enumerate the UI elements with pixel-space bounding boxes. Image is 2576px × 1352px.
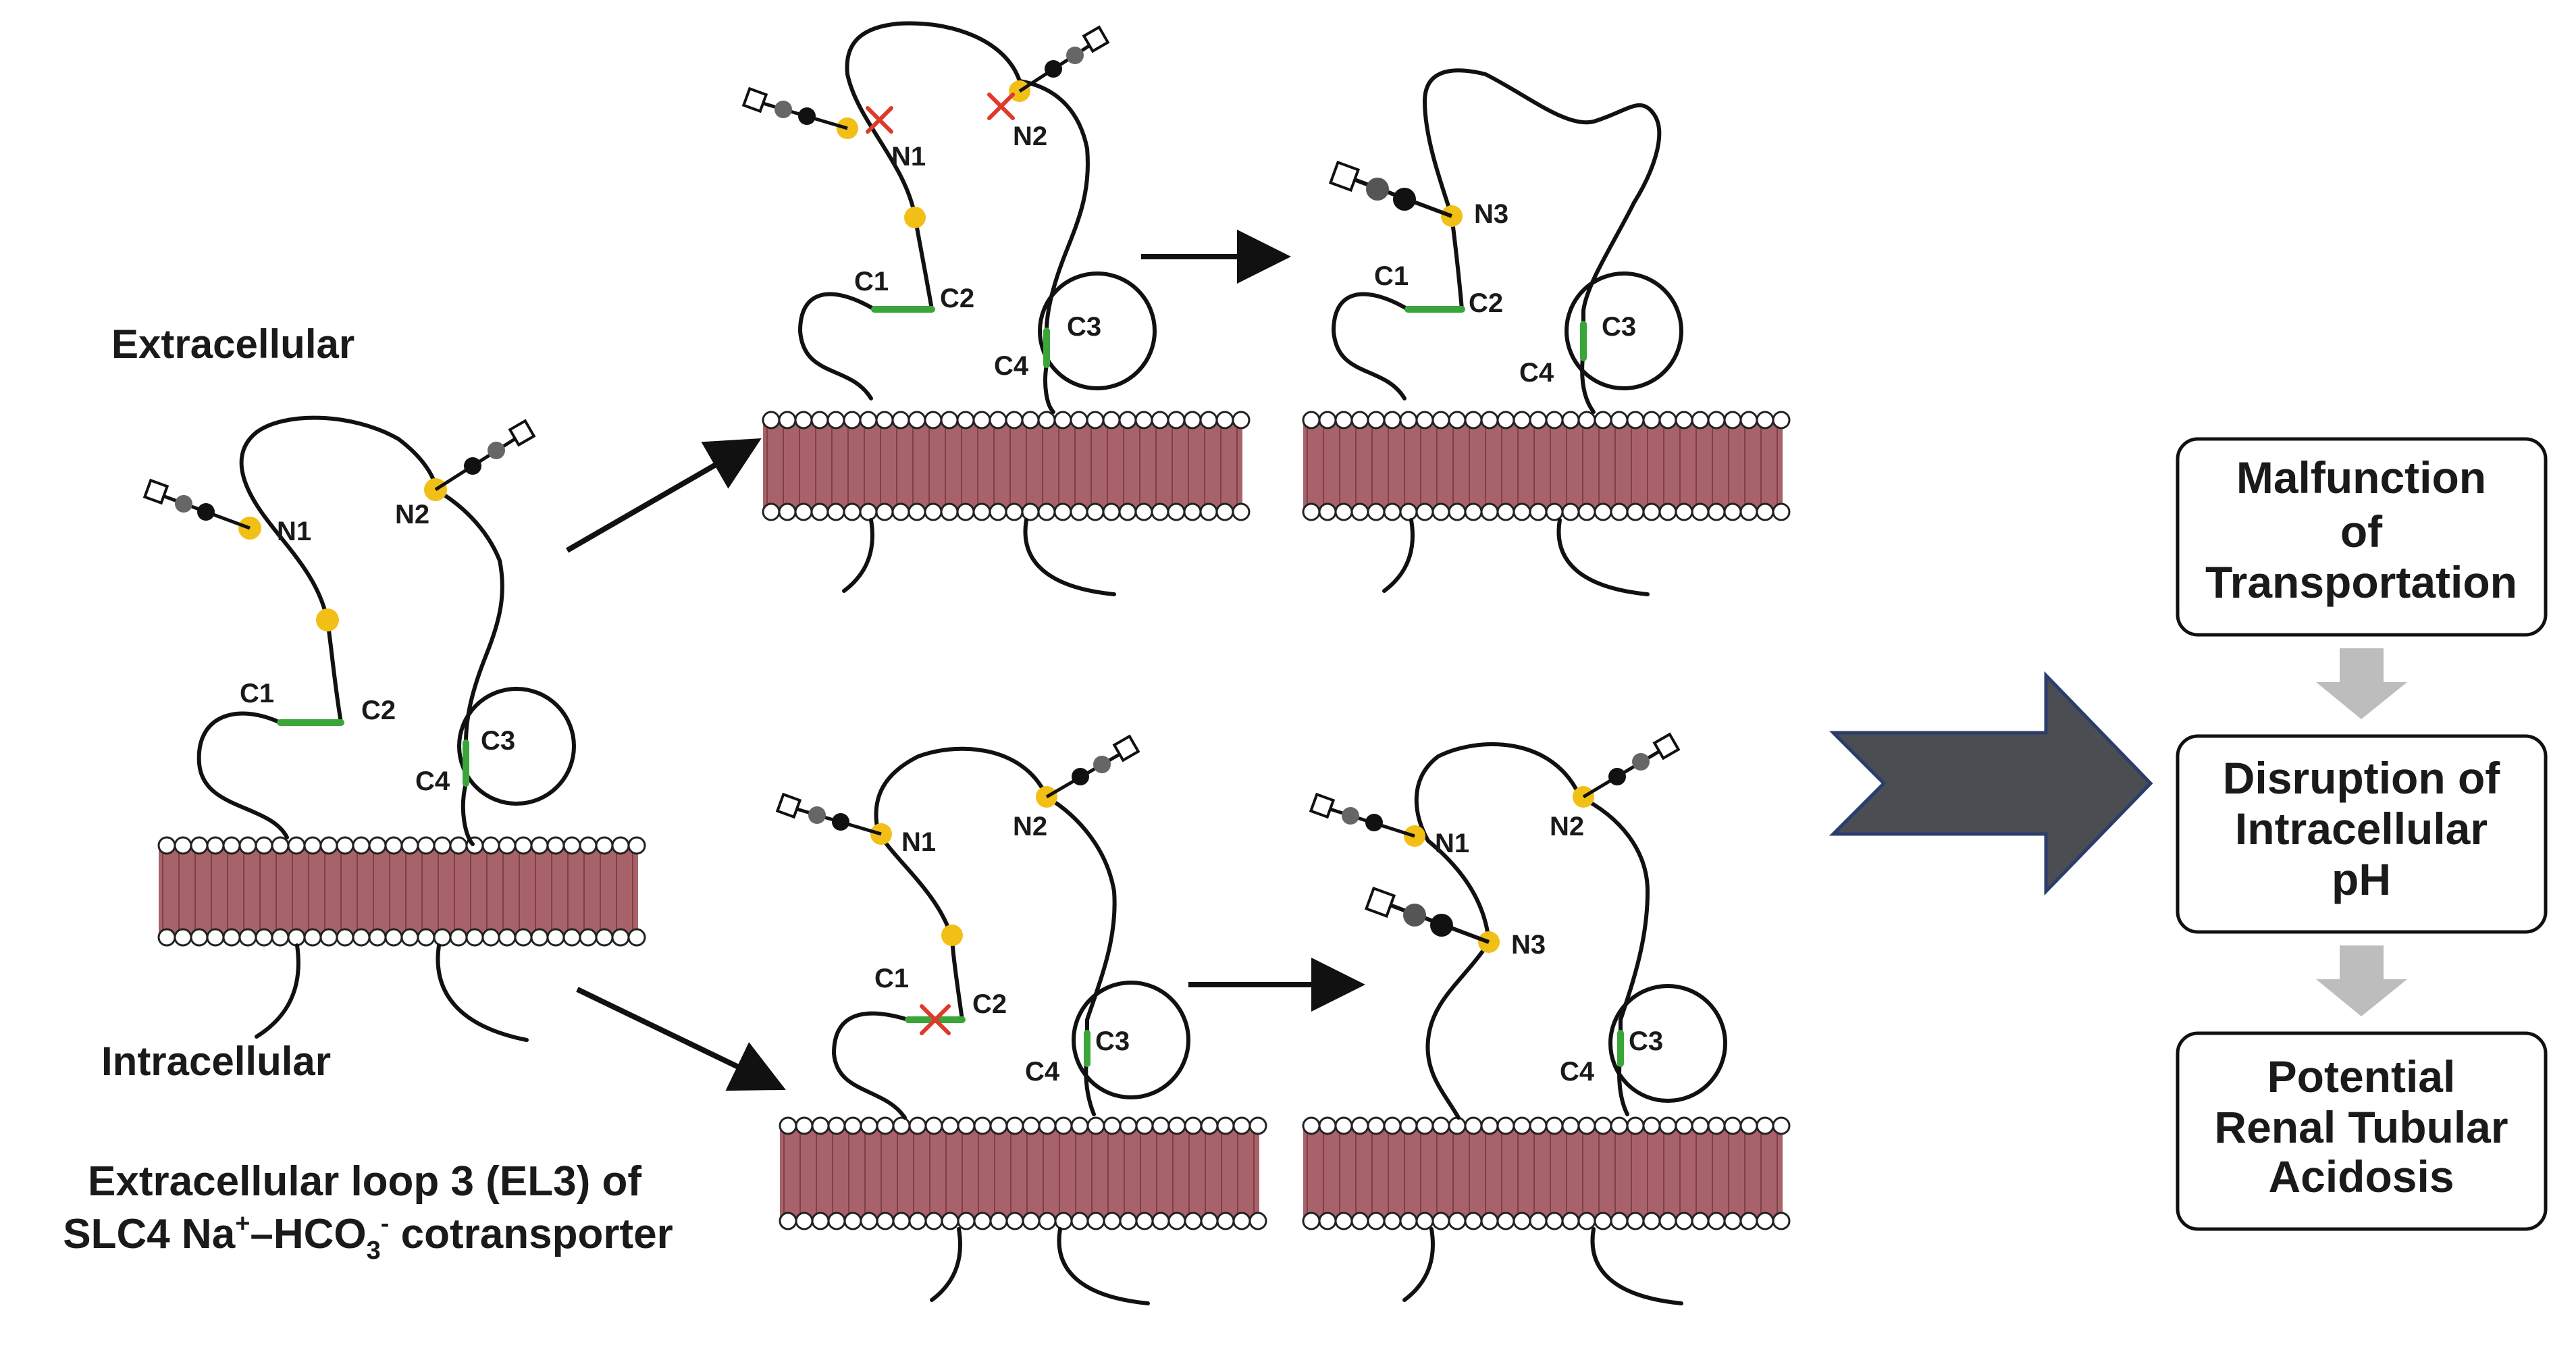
outcome-line: of (2340, 506, 2383, 556)
outcome-line: Acidosis (2268, 1151, 2454, 1201)
n2-label: N2 (395, 500, 429, 529)
n3-label: N3 (1511, 930, 1546, 960)
c3-label: C3 (1067, 312, 1101, 342)
c4-label: C4 (415, 766, 450, 796)
intracellular-tail-right (436, 943, 529, 1042)
panel-top-result: N3 C1 C2 C3 C4 (1328, 68, 1683, 596)
arrow-to-bottom-variant (576, 987, 786, 1091)
outcome-line: Transportation (2205, 557, 2517, 607)
c4-label: C4 (1025, 1057, 1060, 1087)
n2-label: N2 (1013, 812, 1047, 841)
flow-arrow-down (2316, 945, 2407, 1016)
outcome-line: Disruption of (2223, 753, 2501, 803)
glycan-chain-icon (142, 478, 251, 530)
outcome-line: Intracellular (2235, 804, 2488, 854)
glyco-candidate-site (316, 608, 339, 631)
caption-line-1: Extracellular loop 3 (EL3) of (88, 1158, 641, 1205)
glycan-chain-icon (1018, 25, 1110, 93)
c2-label: C2 (940, 284, 974, 313)
n1-label: N1 (277, 517, 311, 546)
glycan-chain-icon (741, 86, 848, 130)
n1-label: N1 (1435, 829, 1469, 858)
extracellular-label: Extracellular (111, 321, 354, 367)
c1-label: C1 (854, 267, 889, 296)
c3-label: C3 (1602, 312, 1636, 342)
n1-label: N1 (901, 827, 936, 857)
lipid-bilayer (1302, 411, 1791, 521)
glycan-chain-icon (775, 792, 882, 836)
big-chevron-arrow (1829, 671, 2153, 896)
c1-label: C1 (1374, 261, 1409, 291)
glycan-chain-icon (1364, 886, 1490, 944)
lipid-bilayer (762, 411, 1251, 521)
glycan-chain-icon (1045, 734, 1140, 799)
membranes (157, 411, 1791, 1230)
lipid-bilayer (779, 1116, 1267, 1230)
c3-label: C3 (1095, 1026, 1130, 1056)
lipid-bilayer (157, 836, 646, 947)
outcome-flow: Malfunction of Transportation Disruption… (2176, 437, 2548, 1231)
glycan-chain-icon (1309, 792, 1415, 838)
c4-label: C4 (1560, 1057, 1595, 1087)
outcome-line: Renal Tubular (2214, 1102, 2508, 1152)
c3-label: C3 (481, 726, 515, 756)
c3-label: C3 (1629, 1026, 1663, 1056)
arrow-to-top-variant (566, 438, 762, 553)
outcome-line: Potential (2267, 1051, 2456, 1101)
c1-label: C1 (240, 679, 274, 708)
c4-label: C4 (1519, 358, 1554, 388)
outcome-box-malfunction: Malfunction of Transportation (2176, 437, 2548, 637)
caption-line-2: SLC4 Na+–HCO3- cotransporter (63, 1210, 673, 1265)
outcome-box-acidosis: Potential Renal Tubular Acidosis (2176, 1031, 2548, 1231)
red-x-icon (866, 106, 893, 134)
panel-bottom-result: N1 N2 N3 C3 C4 (1309, 732, 1727, 1305)
red-x-icon (987, 93, 1015, 120)
n2-label: N2 (1550, 812, 1584, 841)
intracellular-tail-left (255, 943, 300, 1039)
glycan-chain-icon (1582, 732, 1681, 799)
intracellular-label: Intracellular (101, 1039, 331, 1084)
c2-label: C2 (1469, 288, 1503, 318)
el3-backbone (196, 415, 504, 846)
n1-label: N1 (891, 142, 926, 172)
outcome-line: Malfunction (2236, 452, 2486, 502)
c4-label: C4 (994, 351, 1029, 381)
panel-top-mutant: N1 N2 C1 C2 C3 C4 (741, 21, 1157, 596)
c2-label: C2 (361, 696, 396, 725)
c2-label: C2 (972, 989, 1007, 1019)
n3-label: N3 (1474, 199, 1508, 229)
c1-label: C1 (874, 964, 909, 993)
glycan-chain-icon (1328, 160, 1453, 218)
glycan-chain-icon (434, 419, 536, 492)
outcome-line: pH (2332, 854, 2391, 904)
red-x-icon (920, 1004, 951, 1035)
panel-bottom-mutant: N1 N2 C1 C2 C3 C4 (775, 734, 1190, 1305)
flow-arrow-down (2316, 648, 2407, 719)
panel-original: N1 N2 C1 C2 C3 C4 (142, 415, 576, 1042)
outcome-box-ph: Disruption of Intracellular pH (2176, 734, 2548, 934)
lipid-bilayer (1302, 1116, 1791, 1230)
figure-caption: Extracellular loop 3 (EL3) of SLC4 Na+–H… (63, 1158, 673, 1265)
n2-label: N2 (1013, 122, 1047, 151)
